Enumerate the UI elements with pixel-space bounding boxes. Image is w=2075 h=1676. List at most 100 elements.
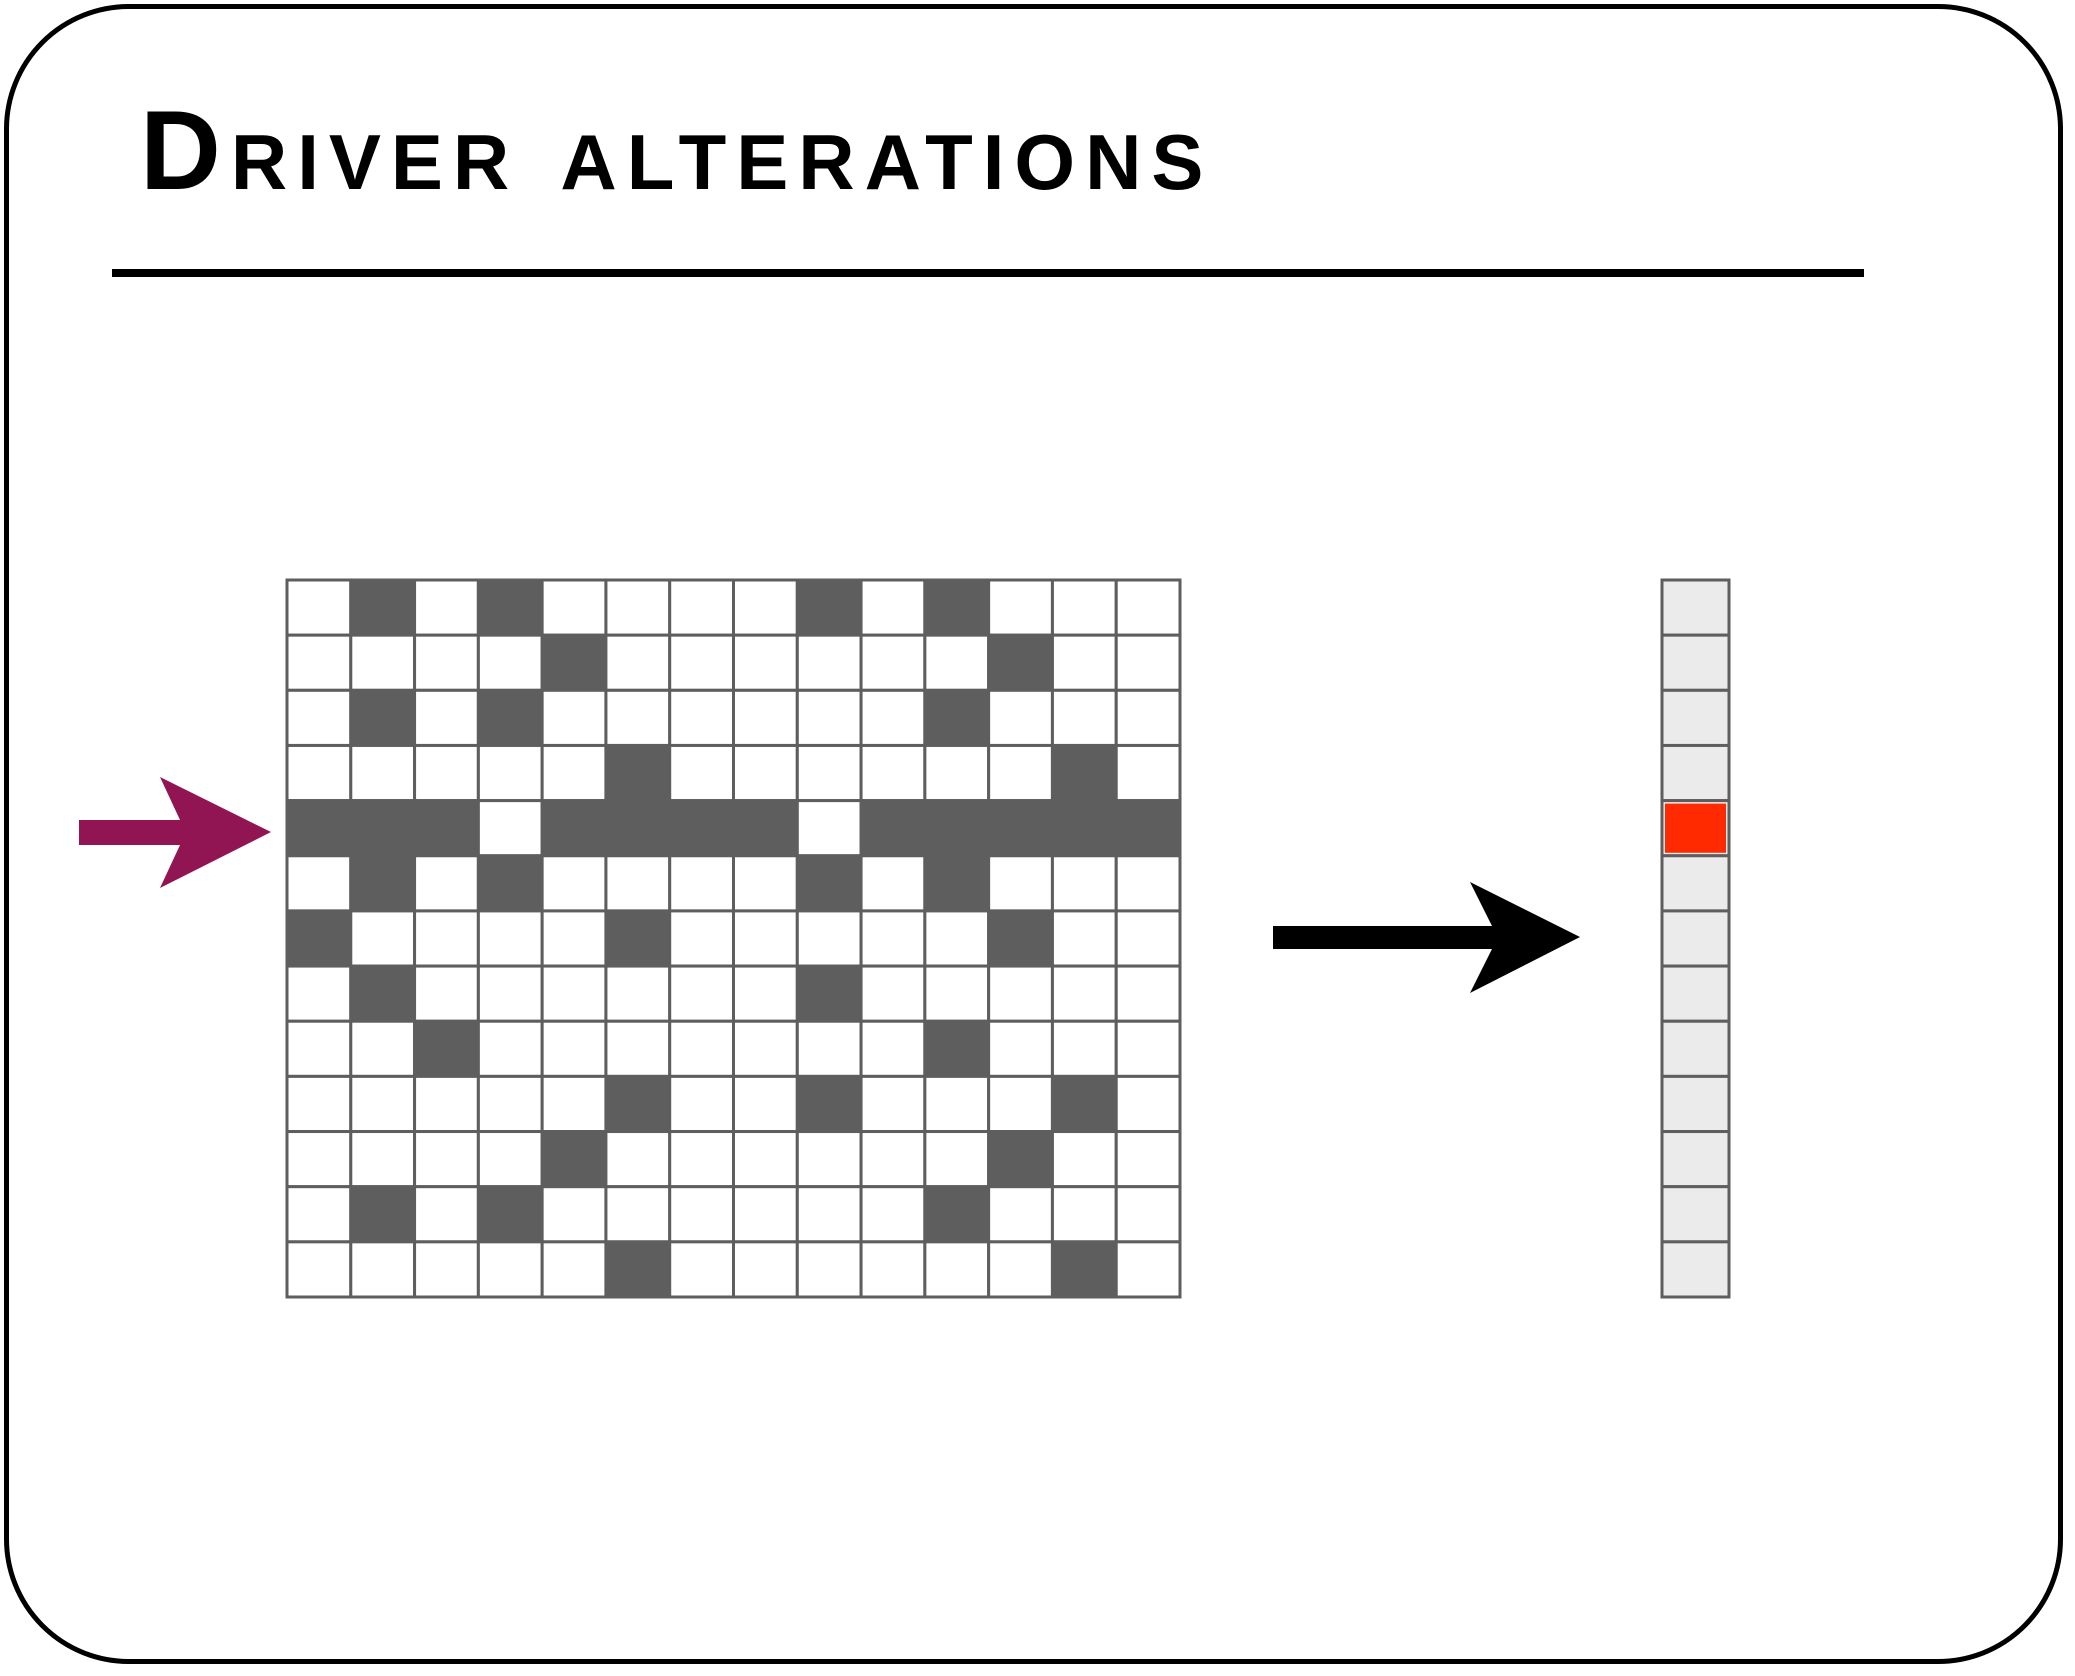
summary-cell	[1660, 1240, 1731, 1299]
empty-cell	[859, 688, 927, 747]
empty-cell	[349, 1130, 417, 1189]
empty-cell	[285, 743, 353, 803]
empty-cell	[859, 1240, 927, 1299]
empty-cell	[285, 633, 353, 692]
altered-cell	[349, 964, 417, 1023]
summary-cell	[1660, 1185, 1731, 1244]
empty-cell	[1114, 743, 1182, 803]
empty-cell	[285, 1074, 353, 1134]
empty-cell	[1114, 578, 1182, 637]
transform-arrow-icon	[1273, 882, 1580, 993]
empty-cell	[349, 1019, 417, 1078]
empty-cell	[987, 688, 1054, 747]
altered-cell	[668, 799, 736, 858]
empty-cell	[349, 1240, 417, 1299]
empty-cell	[668, 743, 736, 803]
empty-cell	[476, 909, 544, 968]
empty-cell	[540, 1185, 608, 1244]
empty-cell	[668, 1240, 736, 1299]
empty-cell	[285, 1240, 353, 1299]
altered-cell	[604, 1074, 672, 1134]
empty-cell	[285, 1185, 353, 1244]
empty-cell	[604, 1185, 672, 1244]
altered-cell	[285, 799, 353, 858]
empty-cell	[1114, 1019, 1182, 1078]
empty-cell	[732, 743, 799, 803]
alteration-matrix	[285, 578, 1182, 1299]
empty-cell	[540, 688, 608, 747]
empty-cell	[413, 633, 480, 692]
empty-cell	[859, 854, 927, 913]
empty-cell	[476, 1240, 544, 1299]
altered-cell	[923, 578, 991, 637]
empty-cell	[413, 964, 480, 1023]
empty-cell	[604, 688, 672, 747]
empty-cell	[795, 1185, 863, 1244]
empty-cell	[476, 1074, 544, 1134]
empty-cell	[1050, 1130, 1118, 1189]
empty-cell	[540, 1240, 608, 1299]
empty-cell	[413, 688, 480, 747]
summary-cell	[1660, 743, 1731, 803]
empty-cell	[732, 1240, 799, 1299]
altered-cell	[795, 578, 863, 637]
summary-cell	[1660, 688, 1731, 747]
empty-cell	[923, 1074, 991, 1134]
empty-cell	[285, 1130, 353, 1189]
summary-cell	[1660, 909, 1731, 968]
empty-cell	[476, 1019, 544, 1078]
empty-cell	[476, 633, 544, 692]
empty-cell	[732, 1185, 799, 1244]
summary-cell	[1660, 578, 1731, 637]
empty-cell	[987, 1074, 1054, 1134]
altered-cell	[540, 1130, 608, 1189]
empty-cell	[923, 909, 991, 968]
empty-cell	[668, 1074, 736, 1134]
altered-cell	[1050, 1074, 1118, 1134]
altered-cell	[604, 909, 672, 968]
empty-cell	[285, 688, 353, 747]
altered-cell	[923, 799, 991, 858]
altered-cell	[285, 909, 353, 968]
empty-cell	[349, 633, 417, 692]
empty-cell	[349, 909, 417, 968]
empty-cell	[413, 909, 480, 968]
altered-cell	[604, 743, 672, 803]
empty-cell	[859, 1074, 927, 1134]
empty-cell	[285, 964, 353, 1023]
altered-cell	[413, 799, 480, 858]
empty-cell	[795, 799, 863, 858]
empty-cell	[604, 633, 672, 692]
empty-cell	[1050, 964, 1118, 1023]
summary-column	[1660, 578, 1731, 1299]
empty-cell	[987, 964, 1054, 1023]
empty-cell	[732, 1019, 799, 1078]
empty-cell	[923, 1240, 991, 1299]
empty-cell	[795, 1130, 863, 1189]
altered-cell	[923, 1185, 991, 1244]
altered-cell	[540, 799, 608, 858]
empty-cell	[1114, 1185, 1182, 1244]
altered-cell	[923, 854, 991, 913]
altered-cell	[476, 1185, 544, 1244]
empty-cell	[1114, 633, 1182, 692]
empty-cell	[732, 854, 799, 913]
altered-cell	[795, 1074, 863, 1134]
altered-cell	[476, 854, 544, 913]
empty-cell	[413, 578, 480, 637]
empty-cell	[859, 1185, 927, 1244]
empty-cell	[1114, 854, 1182, 913]
empty-cell	[285, 578, 353, 637]
empty-cell	[1050, 633, 1118, 692]
summary-cell	[1660, 1074, 1731, 1134]
altered-cell	[476, 688, 544, 747]
altered-cell	[732, 799, 799, 858]
empty-cell	[413, 1130, 480, 1189]
altered-cell	[987, 633, 1054, 692]
summary-cell	[1660, 854, 1731, 913]
altered-cell	[923, 688, 991, 747]
altered-cell	[923, 1019, 991, 1078]
empty-cell	[732, 1074, 799, 1134]
summary-cell	[1660, 1130, 1731, 1189]
